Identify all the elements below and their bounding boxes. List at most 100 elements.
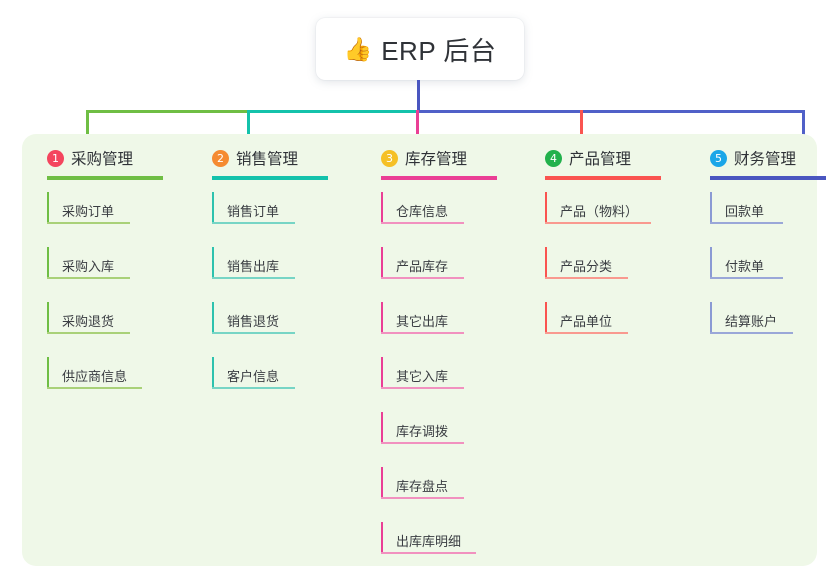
leaf-list-2: 销售订单 销售出库 销售退货 客户信息 — [197, 192, 298, 412]
leaf-list-3: 仓库信息 产品库存 其它出库 其它入库 库存调拨 — [366, 192, 476, 577]
leaf-rule — [710, 332, 793, 334]
column-rule-2 — [212, 176, 328, 180]
drop-line-col-1 — [86, 110, 89, 148]
leaf-label: 产品库存 — [396, 259, 449, 274]
column-rule-5 — [710, 176, 826, 180]
leaf-stem — [710, 192, 712, 223]
list-item[interactable]: 出库库明细 — [366, 522, 476, 577]
list-item[interactable]: 产品库存 — [366, 247, 467, 302]
leaf-label: 采购退货 — [62, 314, 115, 329]
leaf-rule — [545, 332, 628, 334]
column-header-2[interactable]: 2 销售管理 — [197, 146, 328, 180]
list-item[interactable]: 采购订单 — [32, 192, 133, 247]
column-header-1[interactable]: 1 采购管理 — [32, 146, 163, 180]
leaf-rule — [545, 277, 628, 279]
column-badge-5: 5 — [710, 149, 727, 167]
list-item[interactable]: 销售订单 — [197, 192, 298, 247]
list-item[interactable]: 客户信息 — [197, 357, 298, 412]
column-rule-1 — [47, 176, 163, 180]
leaf-stem — [47, 192, 49, 223]
leaf-stem — [47, 357, 49, 388]
column-header-3[interactable]: 3 库存管理 — [366, 146, 497, 180]
leaf-rule — [381, 552, 476, 554]
leaf-label: 销售退货 — [227, 314, 280, 329]
leaf-stem — [381, 247, 383, 278]
leaf-label: 客户信息 — [227, 369, 280, 384]
column-purchasing: 1 采购管理 采购订单 采购入库 采购退货 供应商信息 — [32, 146, 163, 412]
connector-bar-middle — [247, 110, 419, 113]
leaf-rule — [381, 277, 464, 279]
leaf-stem — [212, 192, 214, 223]
column-badge-4: 4 — [545, 149, 562, 167]
leaf-stem — [212, 247, 214, 278]
drop-line-col-5 — [802, 110, 805, 148]
column-header-4[interactable]: 4 产品管理 — [530, 146, 661, 180]
root-trunk-line — [417, 80, 420, 112]
leaf-label: 其它入库 — [396, 369, 449, 384]
leaf-list-4: 产品（物料） 产品分类 产品单位 — [530, 192, 651, 357]
leaf-stem — [212, 357, 214, 388]
leaf-stem — [47, 247, 49, 278]
list-item[interactable]: 销售出库 — [197, 247, 298, 302]
leaf-label: 采购入库 — [62, 259, 115, 274]
leaf-label: 出库库明细 — [396, 534, 462, 549]
column-badge-2: 2 — [212, 149, 229, 167]
leaf-rule — [381, 497, 464, 499]
leaf-rule — [212, 222, 295, 224]
column-header-5[interactable]: 5 财务管理 — [695, 146, 826, 180]
list-item[interactable]: 销售退货 — [197, 302, 298, 357]
list-item[interactable]: 回款单 — [695, 192, 796, 247]
list-item[interactable]: 产品（物料） — [530, 192, 651, 247]
leaf-stem — [381, 467, 383, 498]
list-item[interactable]: 库存调拨 — [366, 412, 467, 467]
list-item[interactable]: 其它出库 — [366, 302, 467, 357]
leaf-stem — [212, 302, 214, 333]
column-sales: 2 销售管理 销售订单 销售出库 销售退货 客户信息 — [197, 146, 328, 412]
root-node-card[interactable]: 👍 ERP 后台 — [316, 18, 524, 80]
column-title-4: 产品管理 — [569, 151, 632, 168]
column-product: 4 产品管理 产品（物料） 产品分类 产品单位 — [530, 146, 661, 357]
leaf-rule — [47, 387, 142, 389]
leaf-label: 产品（物料） — [560, 204, 639, 219]
column-title-3: 库存管理 — [405, 151, 468, 168]
leaf-rule — [381, 332, 464, 334]
leaf-label: 供应商信息 — [62, 369, 128, 384]
leaf-stem — [381, 412, 383, 443]
list-item[interactable]: 产品单位 — [530, 302, 631, 357]
list-item[interactable]: 库存盘点 — [366, 467, 467, 522]
content-panel — [22, 134, 817, 566]
thumbs-up-emoji: 👍 — [343, 35, 373, 62]
leaf-label: 库存盘点 — [396, 479, 449, 494]
list-item[interactable]: 采购入库 — [32, 247, 133, 302]
leaf-label: 销售订单 — [227, 204, 280, 219]
leaf-label: 其它出库 — [396, 314, 449, 329]
connector-bar-right — [417, 110, 804, 113]
leaf-label: 库存调拨 — [396, 424, 449, 439]
column-rule-4 — [545, 176, 661, 180]
list-item[interactable]: 结算账户 — [695, 302, 796, 357]
leaf-stem — [545, 192, 547, 223]
leaf-rule — [212, 277, 295, 279]
page-title: ERP 后台 — [381, 35, 497, 66]
leaf-rule — [710, 277, 783, 279]
leaf-label: 付款单 — [725, 259, 765, 274]
leaf-stem — [381, 357, 383, 388]
list-item[interactable]: 其它入库 — [366, 357, 467, 412]
list-item[interactable]: 仓库信息 — [366, 192, 467, 247]
leaf-rule — [381, 442, 464, 444]
list-item[interactable]: 付款单 — [695, 247, 796, 302]
list-item[interactable]: 产品分类 — [530, 247, 631, 302]
leaf-stem — [47, 302, 49, 333]
drop-line-col-2 — [247, 110, 250, 148]
drop-line-col-4 — [580, 110, 583, 148]
leaf-label: 采购订单 — [62, 204, 115, 219]
leaf-stem — [545, 247, 547, 278]
drop-line-col-3 — [416, 110, 419, 148]
leaf-rule — [47, 222, 130, 224]
column-title-2: 销售管理 — [236, 151, 299, 168]
leaf-list-1: 采购订单 采购入库 采购退货 供应商信息 — [32, 192, 142, 412]
list-item[interactable]: 采购退货 — [32, 302, 133, 357]
column-title-1: 采购管理 — [71, 151, 134, 168]
column-inventory: 3 库存管理 仓库信息 产品库存 其它出库 其它入库 — [366, 146, 497, 577]
list-item[interactable]: 供应商信息 — [32, 357, 142, 412]
